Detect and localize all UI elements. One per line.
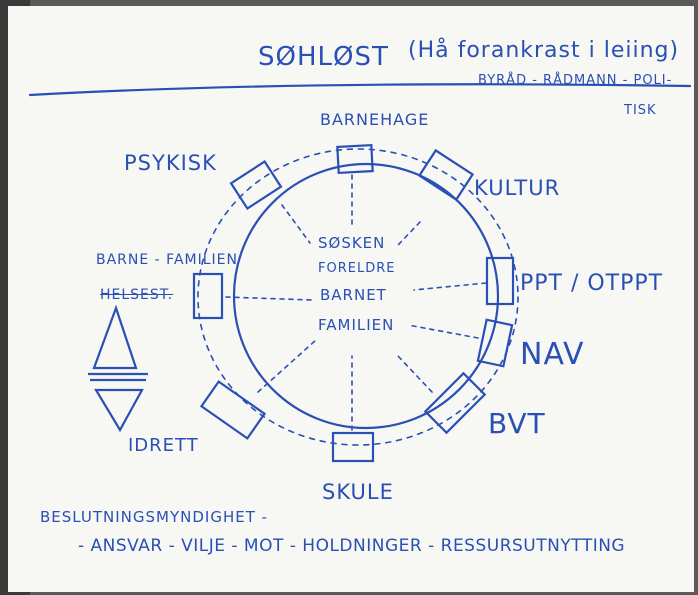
title: SØHLØST: [258, 42, 389, 72]
box-bvt: [423, 371, 487, 435]
node-helsest: HELSEST.: [100, 287, 174, 303]
center-item-foreldre: FORELDRE: [318, 261, 396, 276]
node-ppt: PPT / OTPPT: [520, 271, 664, 296]
footer-line-1: BESLUTNINGSMYNDIGHET -: [40, 508, 269, 526]
center-item-sosken: SØSKEN: [318, 234, 386, 252]
node-kultur: KULTUR: [474, 176, 561, 200]
outer-ring: [197, 148, 519, 446]
subtitle: (Hå forankrast i leiing): [408, 38, 680, 63]
node-bvt: BVT: [488, 407, 546, 440]
box-idrett: [199, 380, 267, 440]
box-kultur: [417, 148, 475, 202]
box-barne-familien: [192, 272, 224, 320]
title-underline: [28, 83, 692, 97]
box-barnehage: [336, 143, 374, 175]
node-psykisk: PSYKISK: [124, 151, 217, 175]
paper-sheet: [8, 6, 694, 592]
box-ppt: [485, 256, 515, 306]
footer-line-2: - ANSVAR - VILJE - MOT - HOLDNINGER - RE…: [78, 536, 626, 556]
triangle-up: [92, 304, 138, 370]
box-psykisk: [229, 160, 283, 210]
triangle-down: [94, 388, 144, 433]
node-barnehage: BARNEHAGE: [320, 110, 430, 129]
leadership-line-cont: TISK: [624, 103, 657, 118]
box-skule: [331, 431, 375, 463]
node-nav: NAV: [520, 337, 585, 372]
center-circle: [232, 162, 500, 430]
center-item-familien: FAMILIEN: [318, 316, 395, 334]
node-barne-familien: BARNE - FAMILIEN: [96, 252, 238, 268]
node-skule: SKULE: [322, 480, 394, 504]
center-item-barnet: BARNET: [320, 286, 387, 304]
node-idrett: IDRETT: [128, 435, 199, 456]
box-nav: [476, 318, 514, 368]
leadership-line: BYRÅD - RÅDMANN - POLI-: [478, 73, 673, 88]
